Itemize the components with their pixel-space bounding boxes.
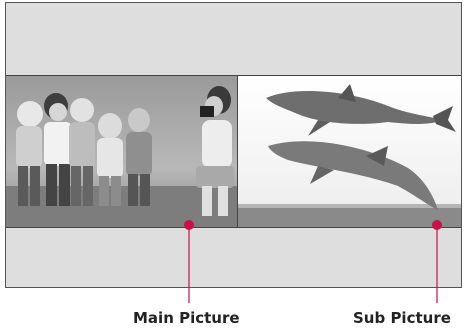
main-picture-pane [6,75,238,228]
tv-screen [5,2,462,288]
children-photographer-photo [6,76,237,227]
dolphins-photo [238,76,461,227]
bottom-letterbox-band [6,228,461,287]
sub-picture-pane [238,75,461,228]
top-letterbox-band [6,3,461,75]
main-picture-label: Main Picture [133,309,240,327]
sub-picture-label: Sub Picture [353,309,451,327]
